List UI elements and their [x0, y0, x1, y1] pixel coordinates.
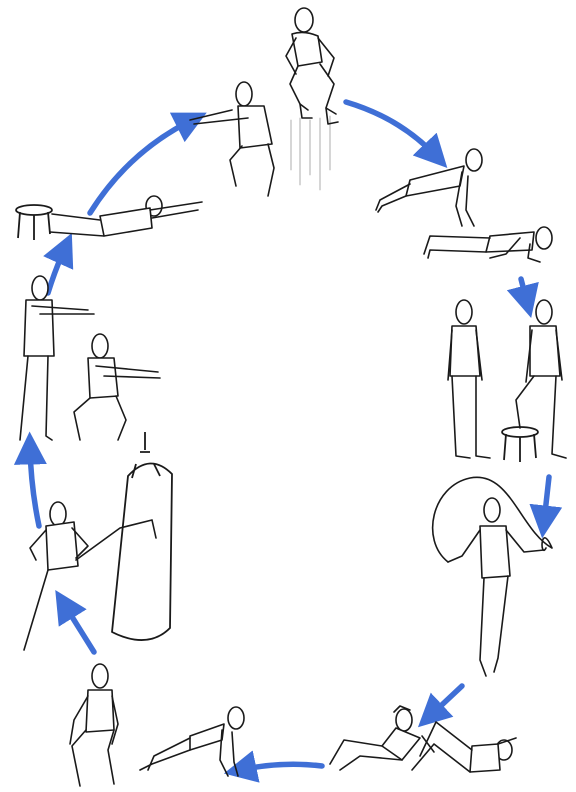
arrow-jump-to-pushup [346, 102, 436, 156]
figure-burpee-crouch [70, 664, 118, 786]
figure-superman-on-stool [16, 196, 202, 240]
figure-standing-before-step [448, 300, 490, 458]
figure-pushup-plank [376, 149, 482, 226]
figure-crunch [330, 706, 434, 770]
figure-jump-rope [433, 477, 552, 676]
circuit-arrows [30, 102, 549, 770]
figure-jump-squat [286, 8, 338, 190]
arrow-superman-to-squat [90, 120, 192, 213]
arrow-crunch-to-burpee [240, 764, 322, 770]
figure-standing-arms-out [20, 276, 94, 440]
stool-prop [502, 427, 538, 462]
arrow-rope-to-crunch [430, 686, 462, 716]
punching-bag-prop [112, 432, 172, 640]
figure-pushup-low [424, 227, 552, 262]
figure-lying-situp [412, 722, 516, 772]
arrow-pushup-to-stepup [521, 279, 527, 302]
arrow-kick-to-stand [30, 448, 39, 526]
figure-squat-arms-forward [190, 82, 274, 196]
figure-burpee-plank [140, 707, 244, 776]
arrow-burpee-to-kick [64, 604, 94, 652]
figure-step-up-stool [502, 300, 566, 462]
stool-prop-2 [16, 205, 52, 240]
figure-kick-punching-bag [24, 432, 172, 650]
arrow-stepup-to-rope [544, 477, 549, 522]
figure-squat-arms-out [74, 334, 160, 440]
arrow-stand-to-superman [48, 248, 65, 293]
